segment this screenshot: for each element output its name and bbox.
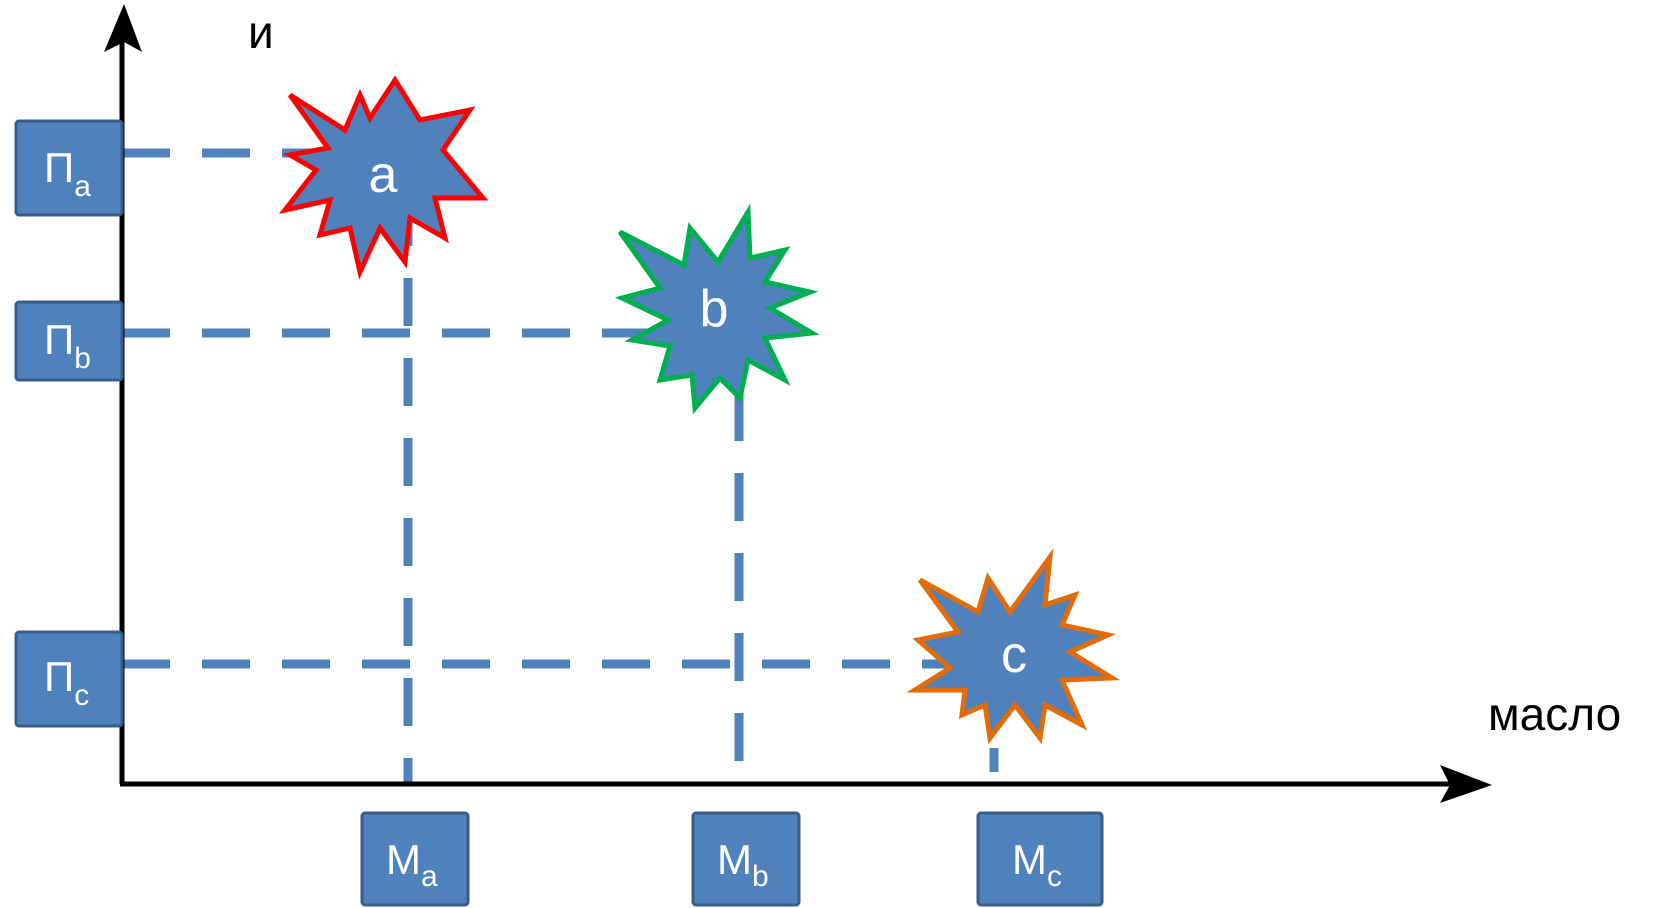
x-box-b-sub: b	[752, 860, 769, 893]
y-box-b-rect	[14, 300, 124, 382]
x-box-c: Мc	[976, 811, 1104, 907]
star-b-shape	[614, 203, 820, 415]
x-box-a-text: Мa	[386, 836, 438, 893]
x-box-b-text: Мb	[717, 836, 769, 893]
y-box-c-text: Пc	[44, 653, 89, 712]
y-box-b-sub: b	[74, 342, 91, 375]
y-box-c-main: П	[44, 653, 74, 700]
star-c-shape	[906, 548, 1121, 745]
star-a: a	[278, 75, 489, 280]
star-a-label: a	[369, 146, 398, 204]
x-box-a-rect	[360, 811, 470, 907]
x-box-b: Мb	[691, 811, 801, 907]
y-box-b: Пb	[14, 300, 124, 382]
guide-lines	[122, 148, 1000, 782]
y-axis-arrow	[104, 4, 142, 52]
y-box-c-rect	[14, 630, 124, 728]
y-box-a-text: Пa	[44, 144, 91, 203]
y-box-a-main: П	[44, 144, 74, 191]
y-box-c-sub: c	[74, 679, 89, 712]
star-b: b	[614, 203, 820, 415]
star-c-label: c	[1001, 626, 1027, 684]
x-box-b-main: М	[717, 836, 752, 883]
star-c: c	[906, 548, 1121, 745]
star-b-label: b	[700, 280, 729, 338]
x-axis-label: масло	[1488, 688, 1621, 740]
y-box-c: Пc	[14, 630, 124, 728]
x-box-a: Мa	[360, 811, 470, 907]
star-a-shape	[278, 75, 489, 280]
x-box-c-rect	[976, 811, 1104, 907]
x-box-c-main: М	[1012, 836, 1047, 883]
y-box-b-main: П	[44, 316, 74, 363]
x-box-c-text: Мc	[1012, 836, 1062, 893]
y-axis-label: и	[248, 6, 274, 58]
y-box-b-text: Пb	[44, 316, 91, 375]
y-box-a: Пa	[14, 119, 124, 217]
x-axis-arrow	[1440, 765, 1492, 803]
x-box-a-main: М	[386, 836, 421, 883]
x-box-b-rect	[691, 811, 801, 907]
x-box-c-sub: c	[1047, 860, 1062, 893]
y-box-a-sub: a	[74, 170, 91, 203]
y-box-a-rect	[14, 119, 124, 217]
x-box-a-sub: a	[421, 860, 438, 893]
